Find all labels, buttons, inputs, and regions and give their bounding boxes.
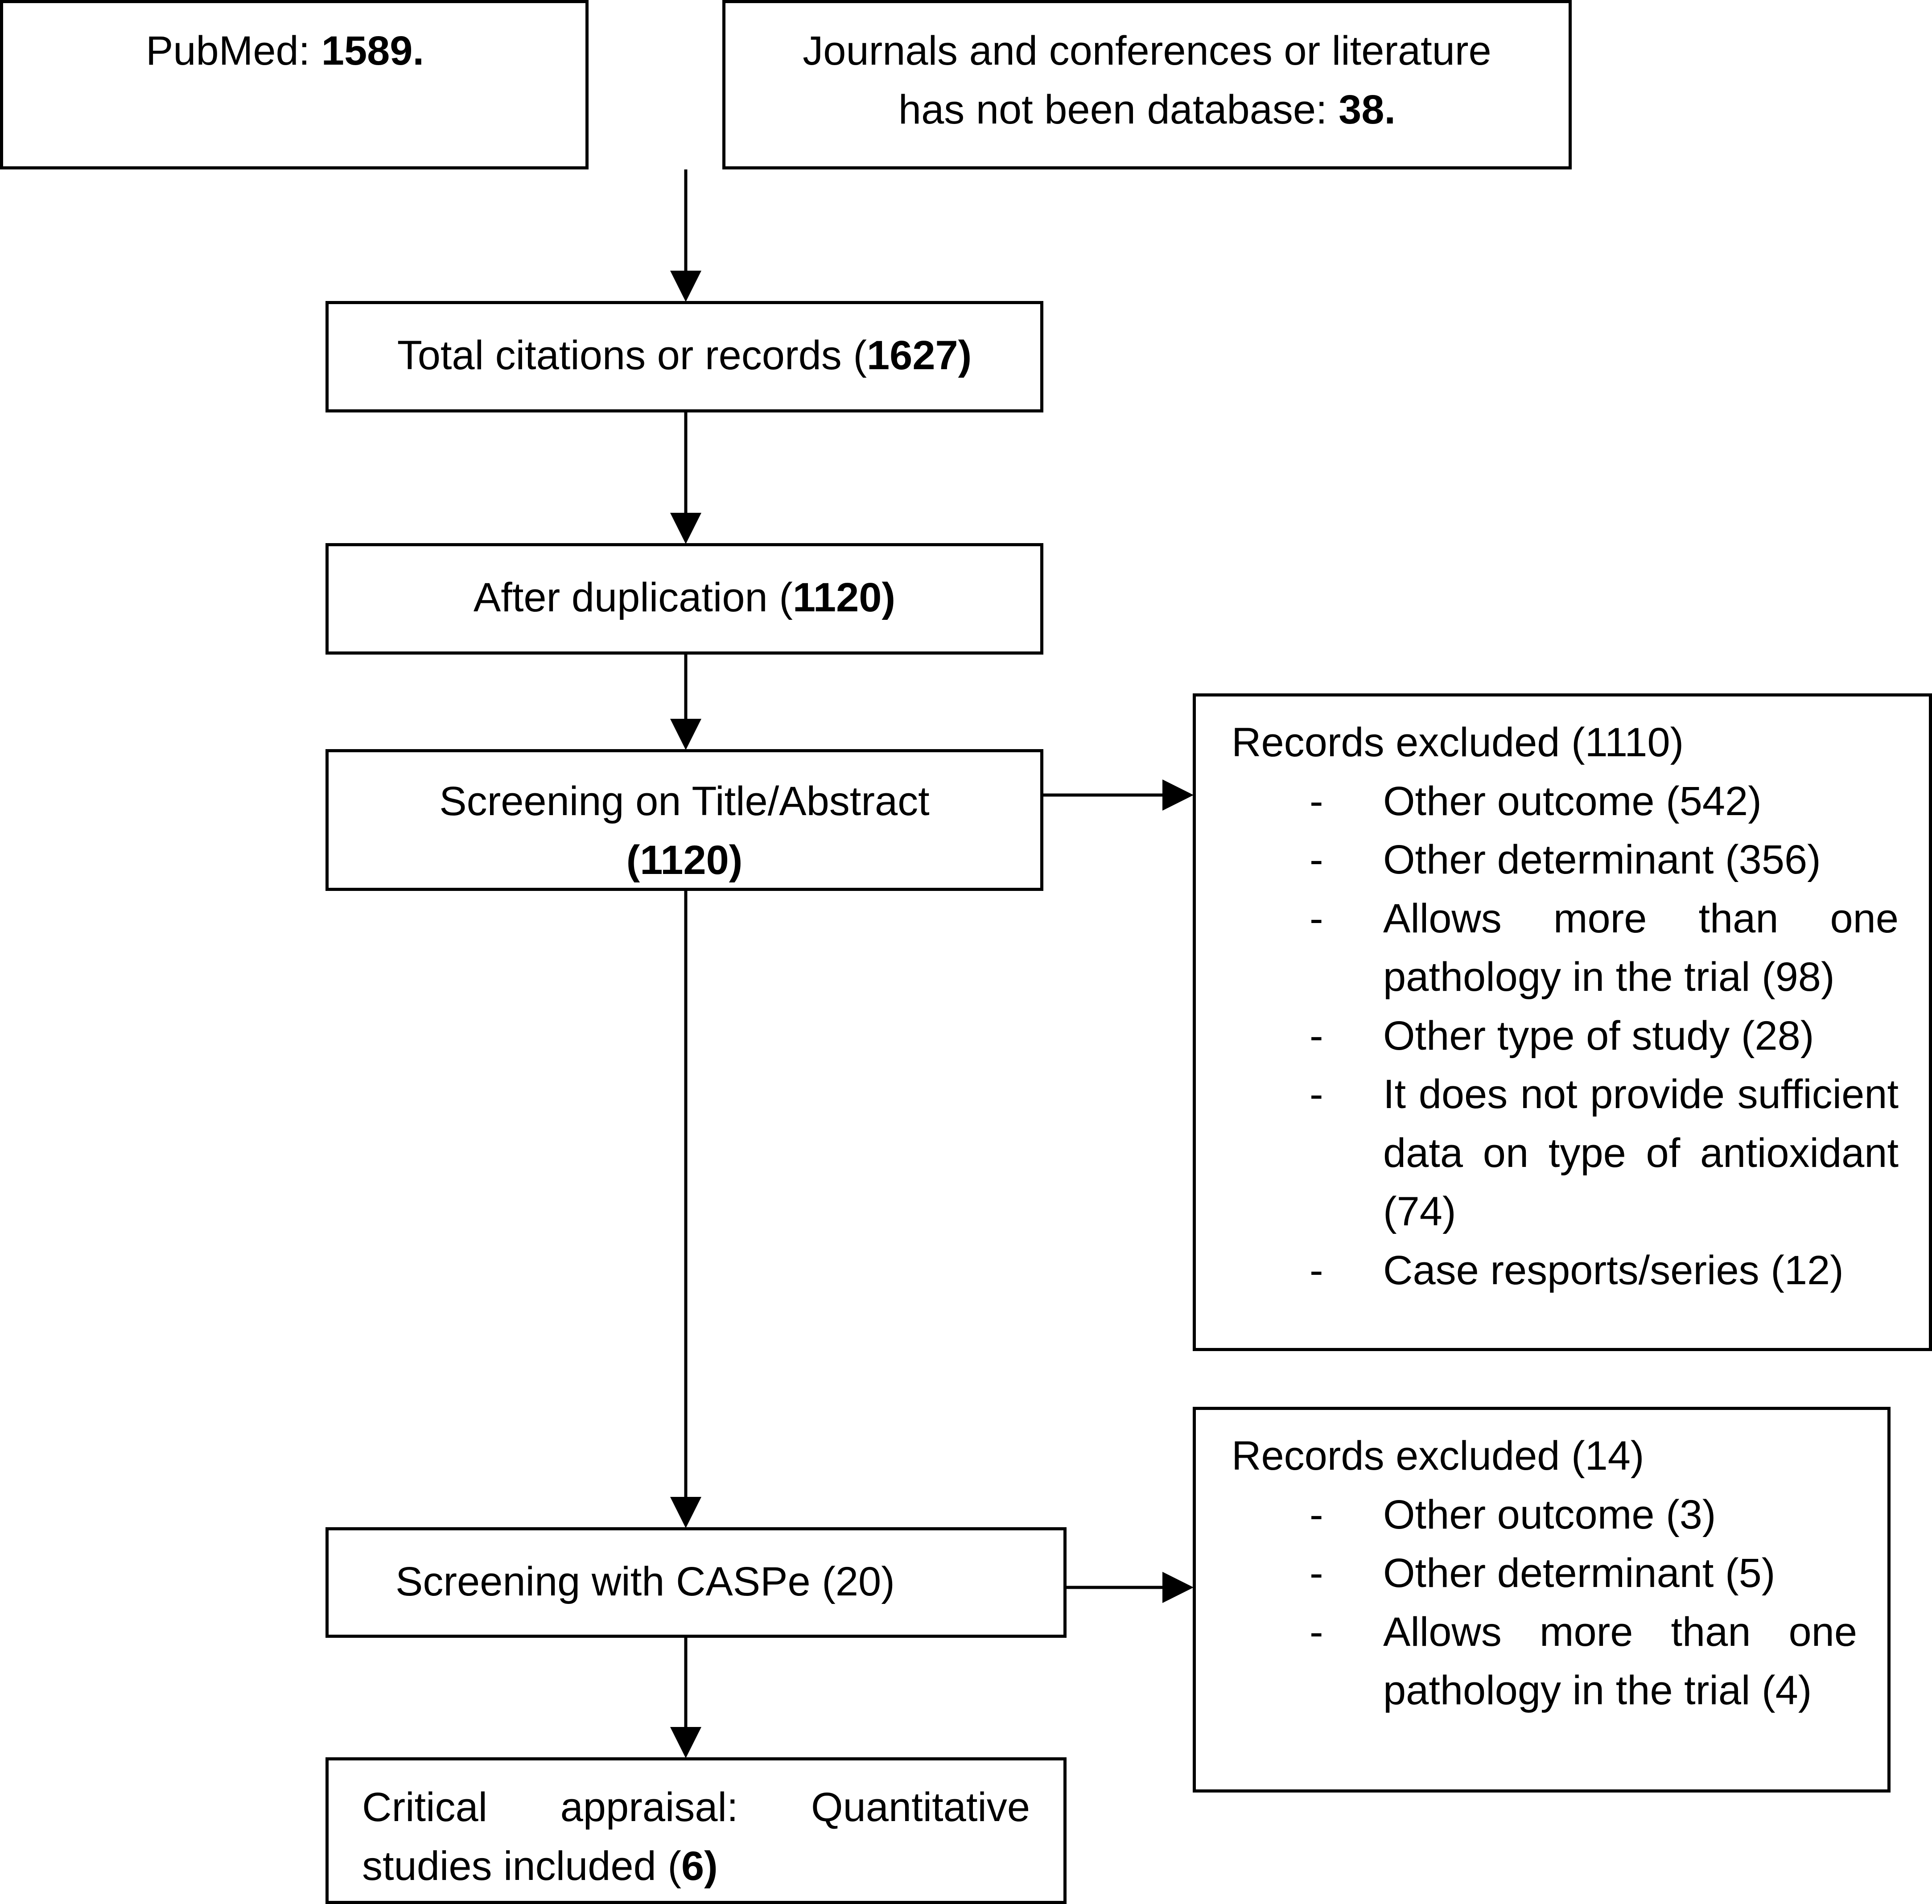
critical-count: 6 bbox=[681, 1843, 704, 1889]
bullet-dash: - bbox=[1310, 837, 1323, 883]
dedup-suffix: ) bbox=[882, 575, 896, 620]
pubmed-label: PubMed: bbox=[146, 28, 321, 74]
excluded-2-title: Records excluded (14) bbox=[1232, 1433, 1644, 1479]
list-item: - Case resports/series (12) bbox=[1232, 1241, 1899, 1300]
screening-count: 1120 bbox=[640, 837, 729, 883]
list-item-text: Other determinant (356) bbox=[1383, 837, 1821, 883]
list-item-text: It does not provide sufficient data on t… bbox=[1383, 1072, 1899, 1235]
bullet-dash: - bbox=[1310, 1247, 1323, 1293]
screening-line-1: Screening on Title/Abstract bbox=[439, 779, 930, 824]
bullet-dash: - bbox=[1310, 1492, 1323, 1537]
total-records-box: Total citations or records (1627) bbox=[325, 301, 1043, 412]
list-item: - Allows more than one pathology in the t… bbox=[1232, 890, 1899, 1007]
total-suffix: ) bbox=[958, 333, 972, 378]
screening-close: ) bbox=[729, 837, 743, 883]
list-item-text: Allows more than one pathology in the tr… bbox=[1383, 1609, 1857, 1714]
total-label: Total citations or records ( bbox=[397, 333, 867, 378]
title-abstract-screening-box: Screening on Title/Abstract (1120) bbox=[325, 749, 1043, 891]
bullet-dash: - bbox=[1310, 1072, 1323, 1117]
list-item-text: Other outcome (3) bbox=[1383, 1492, 1716, 1537]
journals-line-2: has not been database: bbox=[898, 87, 1339, 132]
pubmed-source-box: PubMed: 1589. bbox=[0, 0, 589, 169]
excluded-1-title: Records excluded (1110) bbox=[1232, 720, 1684, 765]
bullet-dash: - bbox=[1310, 1609, 1323, 1655]
dedup-count: 1120 bbox=[792, 575, 882, 620]
dedup-label: After duplication ( bbox=[473, 575, 793, 620]
records-excluded-box-1: Records excluded (1110) - Other outcome (… bbox=[1193, 693, 1932, 1351]
critical-appraisal-box: Critical appraisal: Quantitative studies… bbox=[325, 1757, 1067, 1904]
list-item-text: Allows more than one pathology in the tr… bbox=[1383, 895, 1899, 1000]
list-item-text: Other type of study (28) bbox=[1383, 1013, 1814, 1059]
list-item: - It does not provide sufficient data on … bbox=[1232, 1065, 1899, 1241]
list-item-text: Case resports/series (12) bbox=[1383, 1247, 1844, 1293]
caspe-screening-box: Screening with CASPe (20) bbox=[325, 1527, 1067, 1638]
list-item: - Other outcome (3) bbox=[1232, 1486, 1857, 1545]
critical-label: Critical appraisal: Quantitative studies… bbox=[362, 1784, 1030, 1889]
after-duplication-box: After duplication (1120) bbox=[325, 543, 1043, 655]
total-count: 1627 bbox=[866, 333, 958, 378]
list-item-text: Other outcome (542) bbox=[1383, 778, 1762, 824]
journals-line-1: Journals and conferences or literature bbox=[803, 28, 1491, 74]
excluded-1-list: - Other outcome (542) - Other determinant … bbox=[1232, 772, 1899, 1300]
critical-suffix: ) bbox=[704, 1843, 718, 1889]
bullet-dash: - bbox=[1310, 1550, 1323, 1596]
pubmed-count: 1589. bbox=[321, 28, 424, 74]
list-item: - Other determinant (5) bbox=[1232, 1544, 1857, 1603]
records-excluded-box-2: Records excluded (14) - Other outcome (3)… bbox=[1193, 1407, 1891, 1793]
list-item: - Other outcome (542) bbox=[1232, 772, 1899, 831]
excluded-2-list: - Other outcome (3) - Other determinant (5… bbox=[1232, 1486, 1857, 1720]
list-item: - Other type of study (28) bbox=[1232, 1007, 1899, 1066]
journals-count: 38. bbox=[1339, 87, 1396, 132]
bullet-dash: - bbox=[1310, 895, 1323, 941]
bullet-dash: - bbox=[1310, 1013, 1323, 1059]
screening-open: ( bbox=[626, 837, 640, 883]
list-item: - Allows more than one pathology in the t… bbox=[1232, 1603, 1857, 1720]
caspe-label: Screening with CASPe (20) bbox=[395, 1559, 895, 1604]
bullet-dash: - bbox=[1310, 778, 1323, 824]
list-item: - Other determinant (356) bbox=[1232, 831, 1899, 890]
journals-source-box: Journals and conferences or literature h… bbox=[722, 0, 1572, 169]
list-item-text: Other determinant (5) bbox=[1383, 1550, 1775, 1596]
